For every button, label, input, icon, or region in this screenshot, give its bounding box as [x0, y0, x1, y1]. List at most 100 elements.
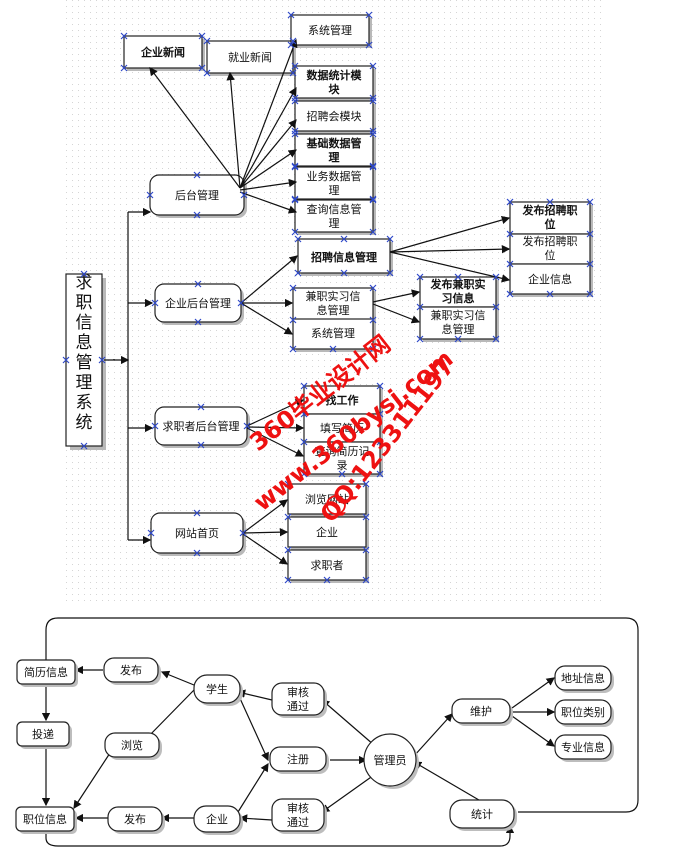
- deliver-label: 投递: [32, 727, 54, 741]
- connection-point-marker: [284, 546, 292, 554]
- resume-label: 简历信息: [24, 665, 68, 679]
- connection-point-marker: [416, 335, 424, 343]
- publish-parttime-label-1: 发布兼职实: [430, 277, 486, 291]
- connection-point-marker: [291, 127, 299, 135]
- publish-recruit-node-2: 发布招聘职 位: [509, 233, 593, 267]
- connection-point-marker: [369, 196, 377, 204]
- job-label: 职位信息: [23, 812, 67, 826]
- connection-point-marker: [300, 470, 308, 478]
- maintain-label: 维护: [470, 704, 492, 718]
- admin-label: 管理员: [374, 753, 407, 767]
- connection-point-marker: [369, 163, 377, 171]
- connection-point-marker: [300, 410, 308, 418]
- publish-recruit2-label-2: 位: [545, 248, 556, 262]
- stats-label: 统计: [471, 808, 493, 821]
- connection-point-marker: [291, 228, 299, 236]
- connection-point-marker: [369, 195, 377, 203]
- connection-point-marker: [369, 316, 377, 324]
- connection-point-marker: [376, 382, 384, 390]
- connection-point-marker: [120, 32, 128, 40]
- company-fan-lines: [240, 215, 511, 335]
- business-data-label-2: 理: [329, 184, 340, 197]
- connection-point-marker: [98, 356, 106, 364]
- find-job-label: 找工作: [326, 393, 359, 407]
- admin-child-query: 查询信息管 理: [294, 199, 376, 235]
- seeker-backend-node: 求职者后台管理: [154, 406, 250, 448]
- publish-recruit2-label-1: 发布招聘职: [523, 234, 578, 248]
- connection-point-markers: [62, 11, 594, 584]
- lower-node-maintain: 维护: [451, 698, 513, 726]
- admin-backend-label: 后台管理: [175, 188, 219, 202]
- query-label-1: 查询信息管: [307, 202, 362, 216]
- seeker-backend-label: 求职者后台管理: [163, 419, 240, 433]
- connection-point-marker: [586, 260, 594, 268]
- connection-point-marker: [243, 422, 251, 430]
- connection-point-marker: [546, 290, 554, 298]
- jobfair-label: 招聘会模块: [307, 109, 362, 123]
- connection-point-marker: [291, 130, 299, 138]
- company-backend-label: 企业后台管理: [165, 296, 231, 310]
- connection-point-marker: [284, 480, 292, 488]
- lower-node-address: 地址信息: [554, 665, 614, 693]
- parttime-label-1: 兼职实习信: [306, 289, 361, 303]
- connection-point-marker: [586, 230, 594, 238]
- connection-point-marker: [239, 529, 247, 537]
- connection-point-marker: [291, 62, 299, 70]
- connection-point-marker: [294, 269, 302, 277]
- student-label: 学生: [206, 682, 228, 696]
- connection-point-marker: [80, 442, 88, 450]
- connection-point-marker: [586, 198, 594, 206]
- audit-top-label-2: 通过: [287, 700, 309, 713]
- connection-point-marker: [193, 171, 201, 179]
- connection-point-marker: [369, 162, 377, 170]
- root-node: 求职信息管理系统: [65, 273, 106, 450]
- home-company-label: 企业: [316, 525, 338, 539]
- connection-point-marker: [369, 97, 377, 105]
- address-label: 地址信息: [561, 671, 605, 685]
- connection-point-marker: [369, 130, 377, 138]
- publish-bottom-label: 发布: [124, 812, 146, 826]
- publish-parttime-node: 发布兼职实 习信息: [419, 276, 499, 310]
- connection-point-marker: [386, 235, 394, 243]
- lower-node-job: 职位信息: [15, 806, 77, 834]
- audit-top-label-1: 审核: [287, 685, 309, 699]
- connection-point-marker: [386, 269, 394, 277]
- company-news-label: 企业新闻: [140, 45, 185, 59]
- query-resume-label-1: 查询简历记: [315, 444, 370, 458]
- stats-module-label-2: 块: [329, 82, 341, 96]
- company-label: 企业: [206, 812, 228, 826]
- connection-point-marker: [193, 509, 201, 517]
- audit-bottom-label-2: 通过: [287, 816, 309, 829]
- publish-top-label: 发布: [120, 663, 142, 677]
- lower-node-student: 学生: [193, 674, 243, 706]
- seeker-fan-lines: [246, 399, 305, 457]
- parttime-mgmt-node: 兼职实习信 息管理: [419, 306, 499, 342]
- company-system-label: 系统管理: [311, 326, 355, 340]
- find-job-node: 找工作: [303, 385, 383, 417]
- connection-point-marker: [586, 290, 594, 298]
- connection-point-marker: [203, 69, 211, 77]
- publish-recruit-label-1: 发布招聘职: [522, 203, 578, 217]
- recruit-info-node: 招聘信息管理: [297, 238, 393, 276]
- publish-recruit-node: 发布招聘职 位: [509, 201, 593, 237]
- connection-point-marker: [289, 316, 297, 324]
- connection-point-marker: [492, 303, 500, 311]
- connection-point-marker: [194, 318, 202, 326]
- lower-node-company: 企业: [193, 805, 243, 835]
- connection-point-marker: [329, 345, 337, 353]
- lower-node-stats: 统计: [449, 799, 517, 831]
- company-info-node: 企业信息: [509, 263, 593, 297]
- parttime-label-2: 息管理: [317, 303, 350, 317]
- publish-recruit-label-2: 位: [545, 217, 556, 231]
- lower-node-deliver: 投递: [16, 721, 72, 749]
- connection-point-marker: [340, 235, 348, 243]
- connection-point-marker: [287, 11, 295, 19]
- basic-data-label-2: 理: [329, 151, 340, 164]
- homepage-fan-lines: [242, 499, 289, 565]
- connection-point-marker: [362, 480, 370, 488]
- connection-point-marker: [338, 470, 346, 478]
- audit-bottom-label-1: 审核: [287, 801, 309, 815]
- connection-point-marker: [80, 270, 88, 278]
- browse-label: 浏览: [121, 738, 143, 752]
- basic-data-label-1: 基础数据管: [306, 136, 362, 150]
